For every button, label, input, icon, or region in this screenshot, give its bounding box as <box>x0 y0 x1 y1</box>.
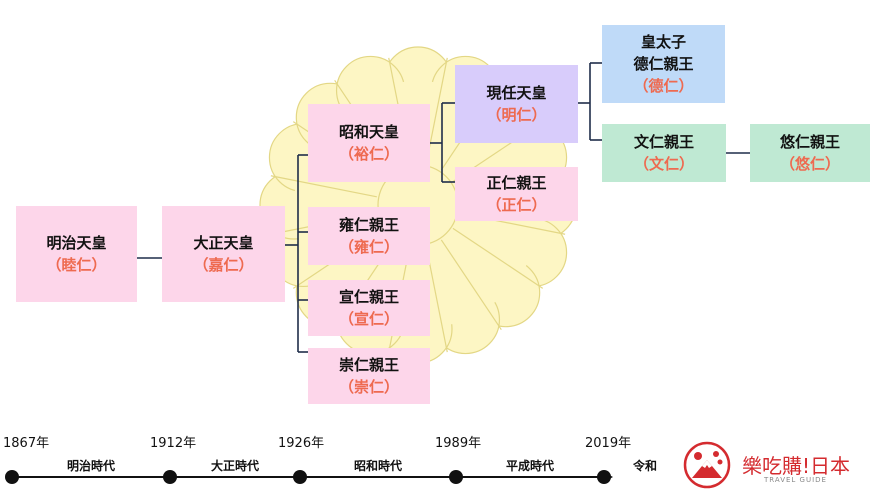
timeline-year: 2019年 <box>585 436 632 451</box>
timeline-year: 1926年 <box>278 436 325 451</box>
node-name: 崇仁親王 <box>338 356 399 374</box>
node-name: 宣仁親王 <box>338 288 399 306</box>
node-given-name: （雍仁） <box>338 238 399 256</box>
node-name: 雍仁親王 <box>338 216 399 234</box>
emblem-petal-ridge <box>452 227 544 289</box>
node-name: 文仁親王 <box>633 133 694 151</box>
timeline-year: 1989年 <box>435 436 482 451</box>
node-prince-masahito: 正仁親王 （正仁） <box>455 167 578 221</box>
node-name: 悠仁親王 <box>779 133 840 151</box>
node-given-name: （悠仁） <box>779 155 840 173</box>
emblem-petal-ridge <box>440 239 502 331</box>
logo-subtitle: TRAVEL GUIDE <box>764 476 827 484</box>
node-prince-hisahito: 悠仁親王 （悠仁） <box>750 124 870 182</box>
node-current-emperor: 現任天皇 （明仁） <box>455 65 578 143</box>
node-crown-prince-naruhito: 皇太子 德仁親王 （德仁） <box>602 25 725 103</box>
node-meiji-emperor: 明治天皇 （睦仁） <box>16 206 137 302</box>
logo-brand-text: 樂吃購!日本 <box>742 454 851 478</box>
timeline-era: 令和 <box>632 459 658 473</box>
node-title: 皇太子 <box>640 33 686 51</box>
node-showa-emperor: 昭和天皇 （裕仁） <box>308 104 430 182</box>
node-given-name: （文仁） <box>633 155 694 173</box>
timeline-era: 平成時代 <box>505 459 555 473</box>
timeline-era: 明治時代 <box>66 459 116 473</box>
node-given-name: （裕仁） <box>338 145 399 163</box>
timeline-dot <box>449 470 463 484</box>
node-given-name: （宣仁） <box>338 310 399 328</box>
node-given-name: （睦仁） <box>46 256 107 274</box>
timeline-era: 昭和時代 <box>353 459 403 473</box>
timeline-year: 1912年 <box>150 436 197 451</box>
node-taisho-emperor: 大正天皇 （嘉仁） <box>162 206 285 302</box>
node-given-name: （嘉仁） <box>193 256 254 274</box>
node-name: 現任天皇 <box>486 84 547 102</box>
node-prince-takahito: 崇仁親王 （崇仁） <box>308 348 430 404</box>
node-given-name: （明仁） <box>486 106 547 124</box>
node-name: 大正天皇 <box>193 234 254 252</box>
node-name: 德仁親王 <box>633 55 694 73</box>
timeline-year: 1867年 <box>3 436 50 451</box>
node-prince-nobuhito: 宣仁親王 （宣仁） <box>308 280 430 336</box>
timeline-era: 大正時代 <box>210 459 260 473</box>
logo-emblem-icon <box>683 441 731 489</box>
timeline-dot <box>597 470 611 484</box>
node-name: 明治天皇 <box>46 234 107 252</box>
node-prince-yasuhito: 雍仁親王 （雍仁） <box>308 207 430 265</box>
timeline-dot <box>5 470 19 484</box>
timeline-dot <box>163 470 177 484</box>
site-logo: 樂吃購!日本 TRAVEL GUIDE <box>682 440 862 490</box>
node-given-name: （德仁） <box>633 77 694 95</box>
node-given-name: （崇仁） <box>338 378 399 396</box>
node-name: 昭和天皇 <box>338 123 399 141</box>
node-name: 正仁親王 <box>486 174 547 192</box>
timeline-dot <box>293 470 307 484</box>
emblem-petal-ridge <box>270 175 377 198</box>
node-given-name: （正仁） <box>486 196 547 214</box>
node-prince-fumihito: 文仁親王 （文仁） <box>602 124 726 182</box>
